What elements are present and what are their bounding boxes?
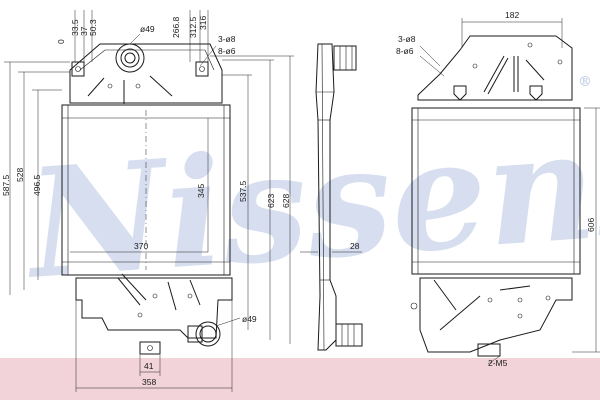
dim-537-5: 537.5 xyxy=(238,180,248,202)
dim-37: 37 xyxy=(79,26,89,36)
dim-50-3: 50.3 xyxy=(88,19,98,36)
dim-628: 628 xyxy=(281,194,291,208)
dim-41: 41 xyxy=(144,361,154,371)
dim-370: 370 xyxy=(134,241,148,251)
dim-358: 358 xyxy=(142,377,156,387)
watermark-logo: Nissens xyxy=(19,92,600,313)
front-view: 0 33.5 37 50.3 ø49 266.8 312.5 316 3-ø8 … xyxy=(1,10,294,392)
dim-606: 606 xyxy=(586,218,596,232)
dim-312-5: 312.5 xyxy=(188,16,198,38)
dim-8-holes-6: 8-ø6 xyxy=(218,46,236,56)
bottom-band xyxy=(0,358,600,400)
dim-587-5: 587.5 xyxy=(1,174,11,196)
dim-33-5: 33.5 xyxy=(70,19,80,36)
rear-view: 182 3-ø8 8-ø6 606 2-M5 xyxy=(396,10,600,368)
dim-345: 345 xyxy=(196,184,206,198)
dim-182: 182 xyxy=(505,10,519,20)
dim-0: 0 xyxy=(56,39,66,44)
side-view: 28 xyxy=(300,43,363,351)
dim-outlet-bottom-diameter: ø49 xyxy=(242,314,257,324)
dim-266-8: 266.8 xyxy=(171,16,181,38)
watermark-registered-mark: ® xyxy=(578,74,592,90)
dim-528: 528 xyxy=(15,168,25,182)
dim-496-5: 496.5 xyxy=(32,174,42,196)
dim-3-holes-8-rear: 3-ø8 xyxy=(398,34,416,44)
dim-8-holes-6-rear: 8-ø6 xyxy=(396,46,414,56)
dim-3-holes-8: 3-ø8 xyxy=(218,34,236,44)
dim-2-thread-m5: 2-M5 xyxy=(488,358,508,368)
dim-316: 316 xyxy=(198,16,208,30)
dim-outlet-top-diameter: ø49 xyxy=(140,24,155,34)
dim-623: 623 xyxy=(266,194,276,208)
dim-28: 28 xyxy=(350,241,360,251)
